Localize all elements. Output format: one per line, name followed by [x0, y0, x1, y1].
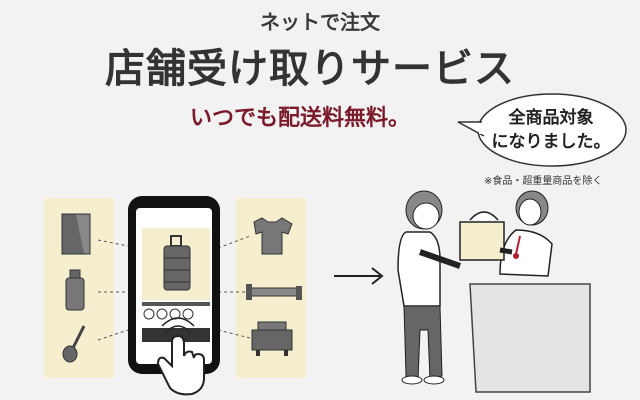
bubble-line-1: 全商品対象 [508, 108, 594, 128]
suitcase-icon [163, 235, 191, 291]
staff-person [499, 190, 553, 277]
customer-person [397, 190, 461, 385]
bed-icon [246, 284, 302, 300]
sofa-icon [251, 321, 293, 356]
page-title: 店舗受け取りサービス [105, 46, 515, 92]
bubble-line-2: になりました。 [491, 132, 611, 152]
store-counter [469, 283, 591, 393]
arrow-icon [334, 267, 384, 285]
illustration [44, 190, 591, 396]
phone-order-button [142, 328, 210, 342]
bubble-text: 全商品対象 になりました。 [476, 106, 626, 154]
exclusion-note: ※食品・超重量商品を除く [484, 176, 603, 187]
bottle-icon [65, 269, 85, 311]
tagline: いつでも配送料無料。 [190, 106, 411, 131]
package-icon [459, 211, 513, 261]
subtitle: ネットで注文 [260, 10, 380, 34]
spoon-icon [62, 325, 86, 363]
hand-icon [156, 317, 205, 396]
file-box-icon [61, 213, 91, 255]
speech-bubble: 全商品対象 になりました。 [457, 92, 627, 168]
phone-icon [128, 196, 220, 374]
bubble-shape [457, 93, 627, 167]
tshirt-icon [253, 217, 293, 255]
